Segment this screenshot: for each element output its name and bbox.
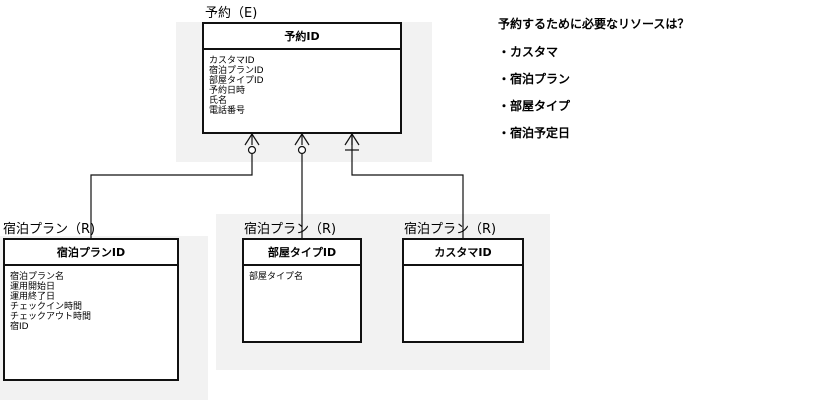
crowfoot-roomtype-right xyxy=(301,133,310,146)
crowfoot-customer-left xyxy=(344,133,353,146)
crowfoot-roomtype-left xyxy=(294,133,303,146)
attribute-item: 運用終了日 xyxy=(10,292,56,302)
relation-reservation-customer xyxy=(351,134,464,238)
plan-label: 宿泊プラン（R) xyxy=(3,222,96,237)
attribute-item: 予約日時 xyxy=(209,86,246,96)
attribute-item: 電話番号 xyxy=(209,106,246,116)
reservation-attributes: カスタマID 宿泊プランID 部屋タイプID 予約日時 氏名 電話番号 xyxy=(204,50,400,122)
note-title: 予約するために必要なリソースは？ xyxy=(498,17,690,31)
optional-circle-plan xyxy=(247,145,257,155)
customer-header: カスタマID xyxy=(404,240,522,266)
attribute-item: 部屋タイプ名 xyxy=(249,272,304,282)
attribute-item: 運用開始日 xyxy=(10,282,56,292)
room-type-entity[interactable]: 部屋タイプID 部屋タイプ名 xyxy=(242,238,362,343)
crowfoot-plan-right xyxy=(251,133,260,146)
customer-entity[interactable]: カスタマID xyxy=(402,238,524,343)
note-item-plan: ・宿泊プラン xyxy=(498,72,571,86)
customer-attributes xyxy=(404,266,522,278)
reservation-header: 予約ID xyxy=(204,24,400,50)
note-item-room-type: ・部屋タイプ xyxy=(498,99,571,113)
attribute-item: 宿ID xyxy=(10,322,29,332)
attribute-item: カスタマID xyxy=(209,56,255,66)
crowfoot-plan-left xyxy=(244,133,253,146)
room-type-attributes: 部屋タイプ名 xyxy=(244,266,360,288)
note-item-stay-date: ・宿泊予定日 xyxy=(498,126,571,140)
attribute-item: 宿泊プランID xyxy=(209,66,264,76)
plan-attributes: 宿泊プラン名 運用開始日 運用終了日 チェックイン時間 チェックアウト時間 宿I… xyxy=(5,266,177,338)
room-type-label: 宿泊プラン（R) xyxy=(244,222,337,237)
room-type-header: 部屋タイプID xyxy=(244,240,360,266)
attribute-item: チェックアウト時間 xyxy=(10,312,92,322)
note-item-customer: ・カスタマ xyxy=(498,45,559,59)
customer-label: 宿泊プラン（R) xyxy=(404,222,497,237)
relation-reservation-plan xyxy=(90,154,253,238)
attribute-item: 氏名 xyxy=(209,96,228,106)
attribute-item: チェックイン時間 xyxy=(10,302,83,312)
reservation-label: 予約（E) xyxy=(205,6,258,21)
crowfoot-customer-right xyxy=(351,133,360,146)
reservation-entity[interactable]: 予約ID カスタマID 宿泊プランID 部屋タイプID 予約日時 氏名 電話番号 xyxy=(202,22,402,134)
attribute-item: 宿泊プラン名 xyxy=(10,272,65,282)
attribute-item: 部屋タイプID xyxy=(209,76,264,86)
optional-circle-roomtype xyxy=(297,145,307,155)
plan-header: 宿泊プランID xyxy=(5,240,177,266)
plan-entity[interactable]: 宿泊プランID 宿泊プラン名 運用開始日 運用終了日 チェックイン時間 チェック… xyxy=(3,238,179,381)
